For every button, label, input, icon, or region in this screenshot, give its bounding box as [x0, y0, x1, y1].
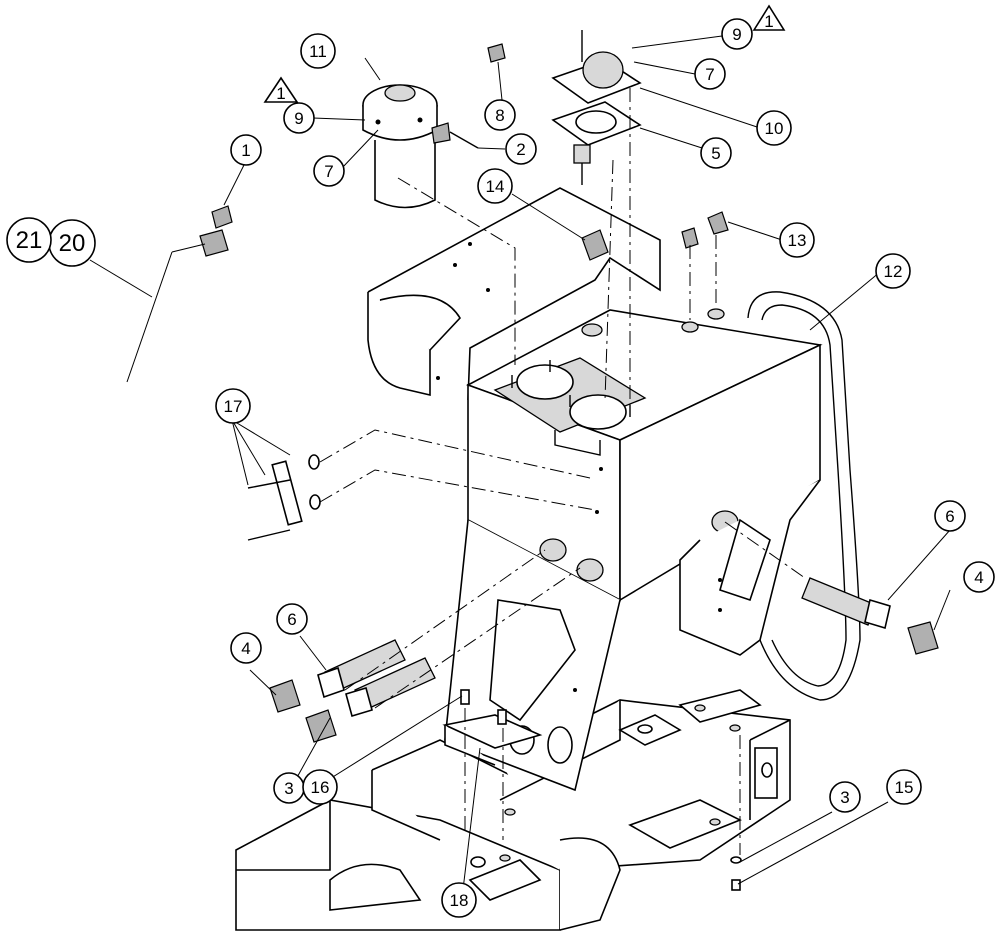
- sender-and-gasket: [551, 30, 642, 185]
- callout-12: 12: [875, 253, 911, 289]
- callout-4: 4: [230, 632, 262, 664]
- callout-4: 4: [963, 561, 995, 593]
- fittings: [199, 43, 939, 891]
- callout-3: 3: [829, 781, 861, 813]
- revision-triangle: 1: [263, 76, 299, 103]
- revision-triangle: 1: [752, 4, 786, 31]
- callout-9: 9: [283, 102, 315, 134]
- callout-17: 17: [215, 388, 251, 424]
- callout-16: 16: [302, 769, 338, 805]
- callout-9: 9: [721, 18, 753, 50]
- callout-8: 8: [484, 99, 516, 131]
- callout-5-label: 5: [711, 144, 720, 163]
- callout-9-label: 9: [294, 109, 303, 128]
- callout-21-label: 21: [16, 227, 43, 254]
- return-filter-assembly: [362, 84, 479, 209]
- callout-15: 15: [886, 769, 922, 805]
- callout-6: 6: [276, 603, 308, 635]
- callout-7-label: 7: [324, 162, 333, 181]
- callout-13: 13: [779, 222, 815, 258]
- callout-8-label: 8: [495, 106, 504, 125]
- callout-14: 14: [477, 168, 513, 204]
- callout-20-label: 20: [59, 230, 86, 257]
- callout-15-label: 15: [895, 778, 914, 797]
- callout-14-label: 14: [486, 177, 505, 196]
- callout-1: 1: [230, 134, 262, 166]
- callout-18: 18: [441, 882, 477, 918]
- callout-bubbles: 1 2 3 3 4 4 5 6: [6, 18, 995, 918]
- callout-16-label: 16: [311, 778, 330, 797]
- callout-20: 20: [48, 219, 96, 267]
- callout-2-label: 2: [516, 140, 525, 159]
- callout-3-label: 3: [840, 788, 849, 807]
- revision-triangle-label: 1: [764, 12, 773, 31]
- callout-21: 21: [6, 217, 52, 263]
- callout-11-label: 11: [309, 42, 327, 61]
- assembly-center-lines: [319, 88, 806, 855]
- callout-12-label: 12: [884, 262, 903, 281]
- callout-1-label: 1: [241, 141, 250, 160]
- callout-2: 2: [505, 133, 537, 165]
- callout-4-label: 4: [974, 568, 983, 587]
- callout-5: 5: [700, 137, 732, 169]
- base-frame: [235, 689, 791, 931]
- callout-7-label: 7: [705, 65, 714, 84]
- callout-11: 11: [300, 33, 336, 69]
- revision-flags: 1 1: [263, 4, 786, 103]
- callout-3-label: 3: [284, 779, 293, 798]
- callout-10-label: 10: [765, 119, 784, 138]
- callout-17-label: 17: [224, 397, 243, 416]
- callout-9-label: 9: [732, 25, 741, 44]
- callout-6-label: 6: [945, 507, 954, 526]
- callout-3: 3: [273, 772, 305, 804]
- callout-7: 7: [313, 155, 345, 187]
- leader-lines: [89, 35, 951, 899]
- revision-triangle-label: 1: [276, 84, 285, 103]
- callout-18-label: 18: [450, 891, 469, 910]
- callout-6: 6: [934, 500, 966, 532]
- tank-body: [367, 187, 861, 792]
- callout-10: 10: [756, 110, 792, 146]
- callout-4-label: 4: [241, 639, 250, 658]
- callout-13-label: 13: [788, 231, 807, 250]
- callout-6-label: 6: [287, 610, 296, 629]
- callout-7: 7: [694, 58, 726, 90]
